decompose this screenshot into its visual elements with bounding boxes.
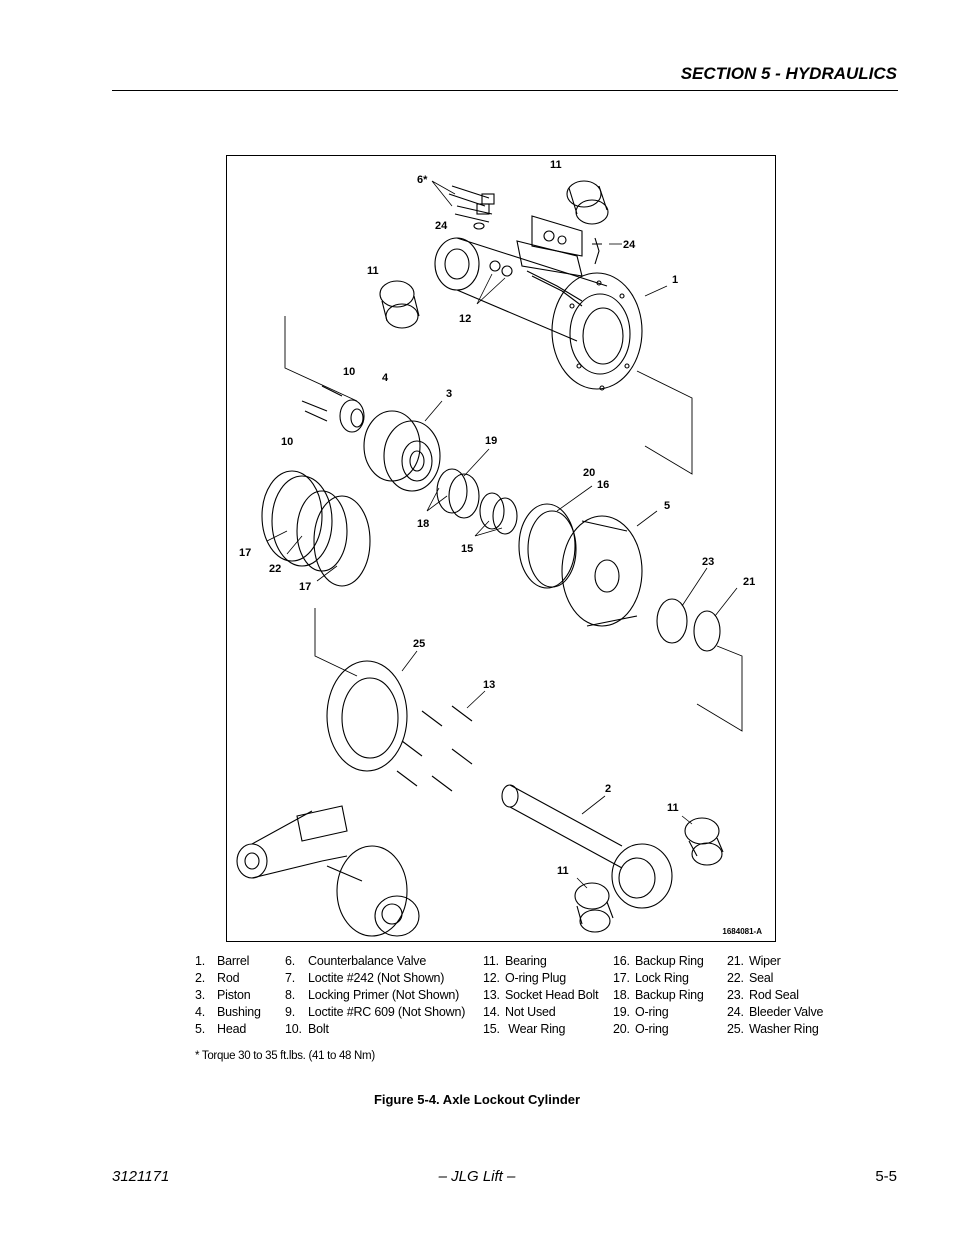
- callout-lock-ring-upper: 17: [239, 547, 251, 559]
- footer-brand: – JLG Lift –: [438, 1168, 516, 1185]
- parts-list: 1.Barrel 2.Rod 3.Piston 4.Bushing 5.Head…: [0, 953, 954, 1048]
- callout-socket-head-bolt: 13: [483, 679, 495, 691]
- wear-rings-15: [479, 492, 518, 535]
- callout-bleeder-valve-left: 24: [435, 220, 448, 232]
- list-item: 14.Not Used: [483, 1005, 556, 1019]
- list-item: 22.Seal: [727, 971, 774, 985]
- rod-part: [501, 784, 673, 909]
- list-item: 2.Rod: [195, 971, 240, 985]
- torque-note: * Torque 30 to 35 ft.lbs. (41 to 48 Nm): [195, 1050, 375, 1062]
- list-item: 12.O-ring Plug: [483, 971, 567, 985]
- callout-bolt-upper: 10: [343, 366, 355, 378]
- callout-barrel: 1: [672, 274, 678, 286]
- list-item: 15. Wear Ring: [483, 1022, 566, 1036]
- o-rings-20-16: [518, 503, 577, 589]
- list-item: 13.Socket Head Bolt: [483, 988, 599, 1002]
- parts-column-3: 11.Bearing 12.O-ring Plug 13.Socket Head…: [483, 953, 599, 1038]
- assembled-cylinder: [236, 805, 420, 937]
- bearing-lower-right: [684, 817, 724, 866]
- callout-wear-ring: 15: [461, 543, 473, 555]
- header-divider: [112, 90, 898, 91]
- figure-caption: Figure 5-4. Axle Lockout Cylinder: [373, 1092, 581, 1107]
- callout-backup-ring-18: 18: [417, 518, 429, 530]
- head-part: [561, 515, 643, 627]
- exploded-view-figure: 11 6* 24 24 11 1 12 10 4 3 10 19 20 16 5…: [226, 155, 776, 942]
- callout-counterbalance-valve: 6*: [417, 174, 428, 186]
- counterbalance-valve-fittings: [448, 185, 495, 223]
- parts-column-2: 6.Counterbalance Valve 7.Loctite #242 (N…: [285, 953, 465, 1038]
- callout-head: 5: [664, 500, 670, 512]
- list-item: 11.Bearing: [483, 954, 547, 968]
- bleeder-valve-right: [592, 237, 602, 265]
- list-item: 16.Backup Ring: [613, 954, 704, 968]
- piston-part: [363, 410, 441, 492]
- section-title: SECTION 5 - HYDRAULICS: [680, 64, 897, 83]
- backup-rings-18-19: [436, 468, 480, 519]
- rod-seal-23: [656, 598, 688, 644]
- callout-bearing-left: 11: [367, 265, 379, 277]
- barrel-part: [434, 215, 643, 391]
- callout-bearing-lower-right: 11: [667, 802, 679, 814]
- callout-piston: 3: [446, 388, 452, 400]
- list-item: 8.Locking Primer (Not Shown): [285, 988, 460, 1002]
- callout-bolt-lower: 10: [281, 436, 293, 448]
- parts-column-1: 1.Barrel 2.Rod 3.Piston 4.Bushing 5.Head: [195, 953, 261, 1038]
- parts-column-5: 21.Wiper 22.Seal 23.Rod Seal 24.Bleeder …: [727, 953, 824, 1038]
- callout-lock-ring-lower: 17: [299, 581, 311, 593]
- callout-bearing-lower-left: 11: [557, 865, 569, 877]
- callout-seal: 22: [269, 563, 281, 575]
- callout-backup-ring-16: 16: [597, 479, 609, 491]
- list-item: 5.Head: [195, 1022, 247, 1036]
- callout-washer-ring: 25: [413, 638, 425, 650]
- socket-head-bolts-13: [396, 705, 473, 792]
- list-item: 7.Loctite #242 (Not Shown): [285, 971, 445, 985]
- list-item: 6.Counterbalance Valve: [285, 954, 427, 968]
- list-item: 21.Wiper: [727, 954, 781, 968]
- list-item: 25.Washer Ring: [727, 1022, 819, 1036]
- list-item: 17.Lock Ring: [613, 971, 689, 985]
- list-item: 18.Backup Ring: [613, 988, 704, 1002]
- callout-bearing-upper: 11: [550, 159, 562, 171]
- callout-o-ring-20: 20: [583, 467, 595, 479]
- drawing-number: 1684081-A: [722, 927, 762, 936]
- list-item: 4.Bushing: [195, 1005, 261, 1019]
- list-item: 3.Piston: [195, 988, 251, 1002]
- callout-o-ring-19: 19: [485, 435, 497, 447]
- list-item: 1.Barrel: [195, 954, 250, 968]
- bleeder-valve-left: [473, 222, 485, 230]
- list-item: 24.Bleeder Valve: [727, 1005, 824, 1019]
- bearing-lower-left: [574, 882, 614, 933]
- callout-o-ring-plug: 12: [459, 313, 471, 325]
- callout-bushing: 4: [382, 372, 389, 384]
- callout-rod-seal: 23: [702, 556, 714, 568]
- parts-column-4: 16.Backup Ring 17.Lock Ring 18.Backup Ri…: [613, 953, 704, 1038]
- bolts-10: [301, 385, 343, 422]
- exploded-view-drawing: 11 6* 24 24 11 1 12 10 4 3 10 19 20 16 5…: [236, 159, 755, 937]
- o-ring-plugs: [489, 260, 513, 277]
- page-number: 5-5: [875, 1168, 897, 1185]
- bearing-upper-left: [379, 280, 420, 329]
- callout-rod: 2: [605, 783, 611, 795]
- list-item: 19.O-ring: [613, 1005, 669, 1019]
- list-item: 20.O-ring: [613, 1022, 669, 1036]
- list-item: 23.Rod Seal: [727, 988, 799, 1002]
- callout-bleeder-valve-right: 24: [623, 239, 636, 251]
- bearing-upper-right: [566, 180, 609, 225]
- washer-ring-25: [326, 660, 408, 772]
- seal-and-lock-rings: [261, 470, 371, 587]
- bushing-part: [339, 399, 365, 433]
- list-item: 9.Loctite #RC 609 (Not Shown): [285, 1005, 466, 1019]
- wiper-21: [693, 610, 721, 652]
- callout-wiper: 21: [743, 576, 755, 588]
- list-item: 10.Bolt: [285, 1022, 329, 1036]
- document-number: 3121171: [112, 1168, 170, 1185]
